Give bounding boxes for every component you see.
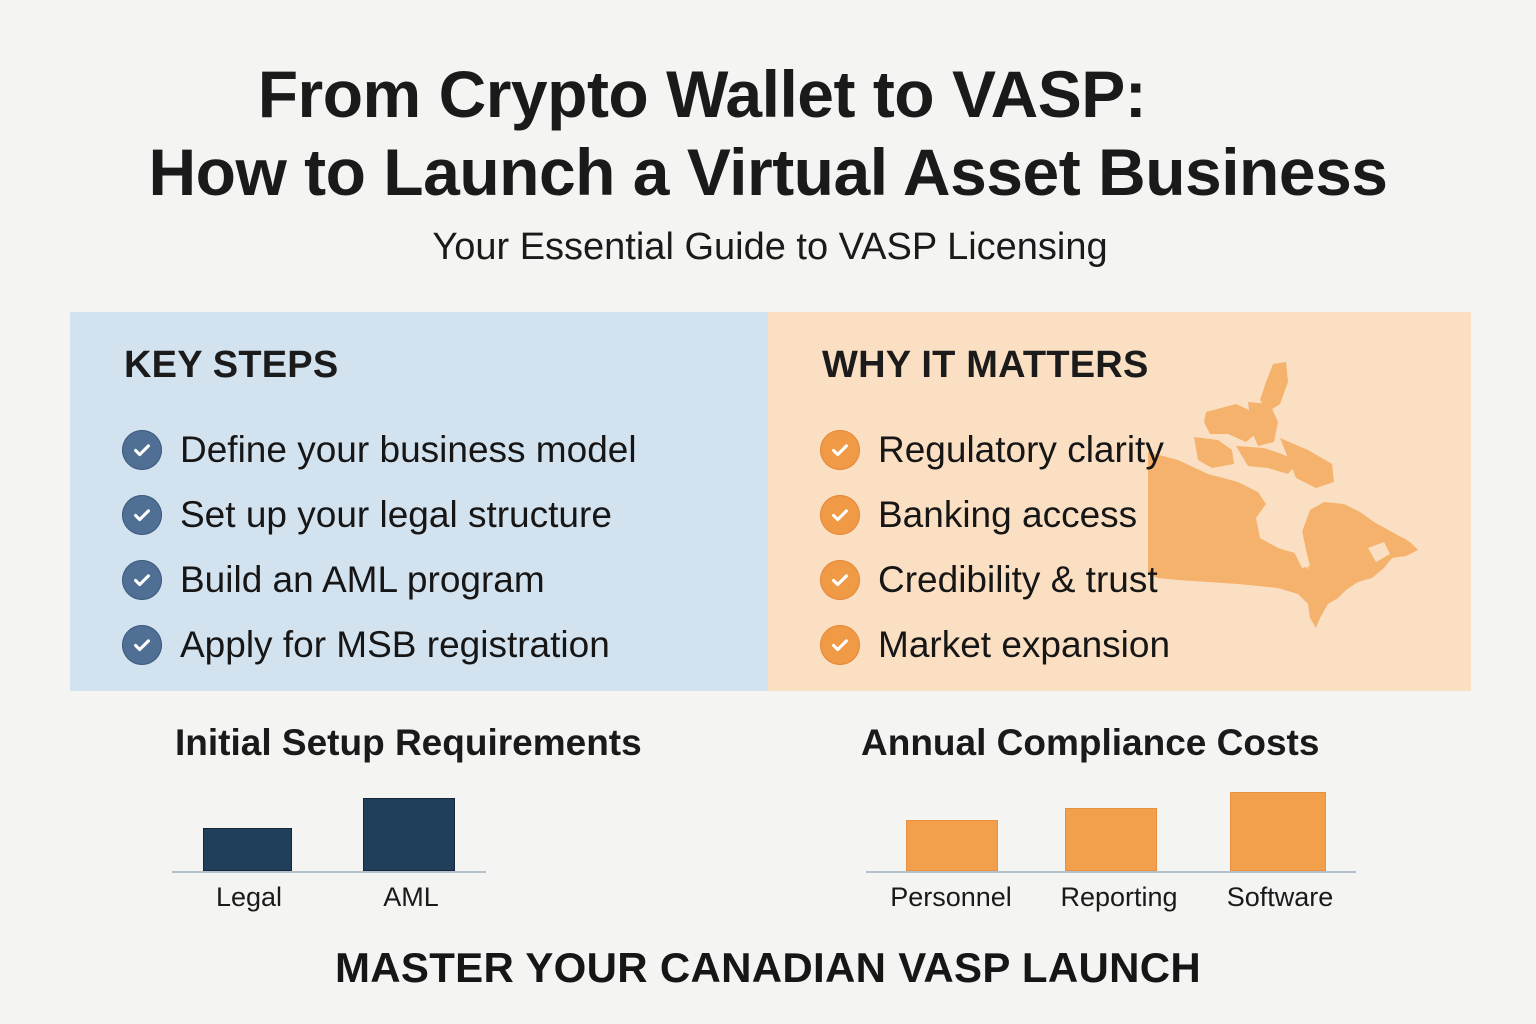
why-it-matters-heading: WHY IT MATTERS [822, 344, 1149, 386]
bar-label: Software [1226, 882, 1334, 912]
list-item-label: Define your business model [180, 428, 637, 470]
x-axis [866, 871, 1356, 873]
list-item-label: Regulatory clarity [878, 428, 1164, 470]
page-title-line-1: From Crypto Wallet to VASP: [257, 57, 1147, 131]
list-item-label: Credibility & trust [878, 558, 1158, 600]
bar-label: Legal [215, 882, 283, 912]
canada-map-icon [1148, 362, 1418, 628]
x-axis [172, 871, 486, 873]
list-item: Credibility & trust [820, 547, 1170, 612]
bar-reporting [1065, 808, 1157, 871]
footer-tagline: MASTER YOUR CANADIAN VASP LAUNCH [335, 944, 1201, 991]
list-item: Banking access [820, 482, 1170, 547]
key-steps-heading: KEY STEPS [124, 344, 339, 386]
list-item: Set up your legal structure [122, 482, 637, 547]
bar-label: AML [383, 882, 439, 912]
list-item: Regulatory clarity [820, 417, 1170, 482]
check-circle-icon [122, 624, 162, 665]
check-circle-icon [820, 559, 860, 600]
bar-label: Personnel [890, 882, 1012, 912]
key-steps-panel: KEY STEPS Define your business model Set… [70, 312, 768, 691]
compliance-chart-title: Annual Compliance Costs [861, 722, 1320, 763]
list-item-label: Apply for MSB registration [180, 623, 610, 665]
bar-aml [363, 798, 455, 871]
list-item-label: Set up your legal structure [180, 493, 612, 535]
check-circle-icon [122, 494, 162, 535]
check-circle-icon [122, 429, 162, 470]
list-item-label: Build an AML program [180, 558, 545, 600]
check-circle-icon [820, 624, 860, 665]
key-steps-list: Define your business model Set up your l… [122, 417, 637, 677]
bar-legal [203, 828, 292, 871]
bar-personnel [906, 820, 998, 871]
setup-chart-title: Initial Setup Requirements [175, 722, 642, 763]
bar-label: Reporting [1060, 882, 1178, 912]
check-circle-icon [122, 559, 162, 600]
bar-software [1230, 792, 1326, 871]
list-item-label: Market expansion [878, 623, 1171, 665]
list-item: Define your business model [122, 417, 637, 482]
page-title-line-2: How to Launch a Virtual Asset Business [148, 135, 1388, 209]
list-item: Apply for MSB registration [122, 612, 637, 677]
page-subtitle: Your Essential Guide to VASP Licensing [432, 226, 1108, 268]
list-item: Market expansion [820, 612, 1170, 677]
why-it-matters-list: Regulatory clarity Banking access Credib… [820, 417, 1170, 677]
why-it-matters-panel: WHY IT MATTERS Regulatory clarity Bankin… [768, 312, 1471, 691]
check-circle-icon [820, 429, 860, 470]
check-circle-icon [820, 494, 860, 535]
list-item-label: Banking access [878, 493, 1138, 535]
list-item: Build an AML program [122, 547, 637, 612]
